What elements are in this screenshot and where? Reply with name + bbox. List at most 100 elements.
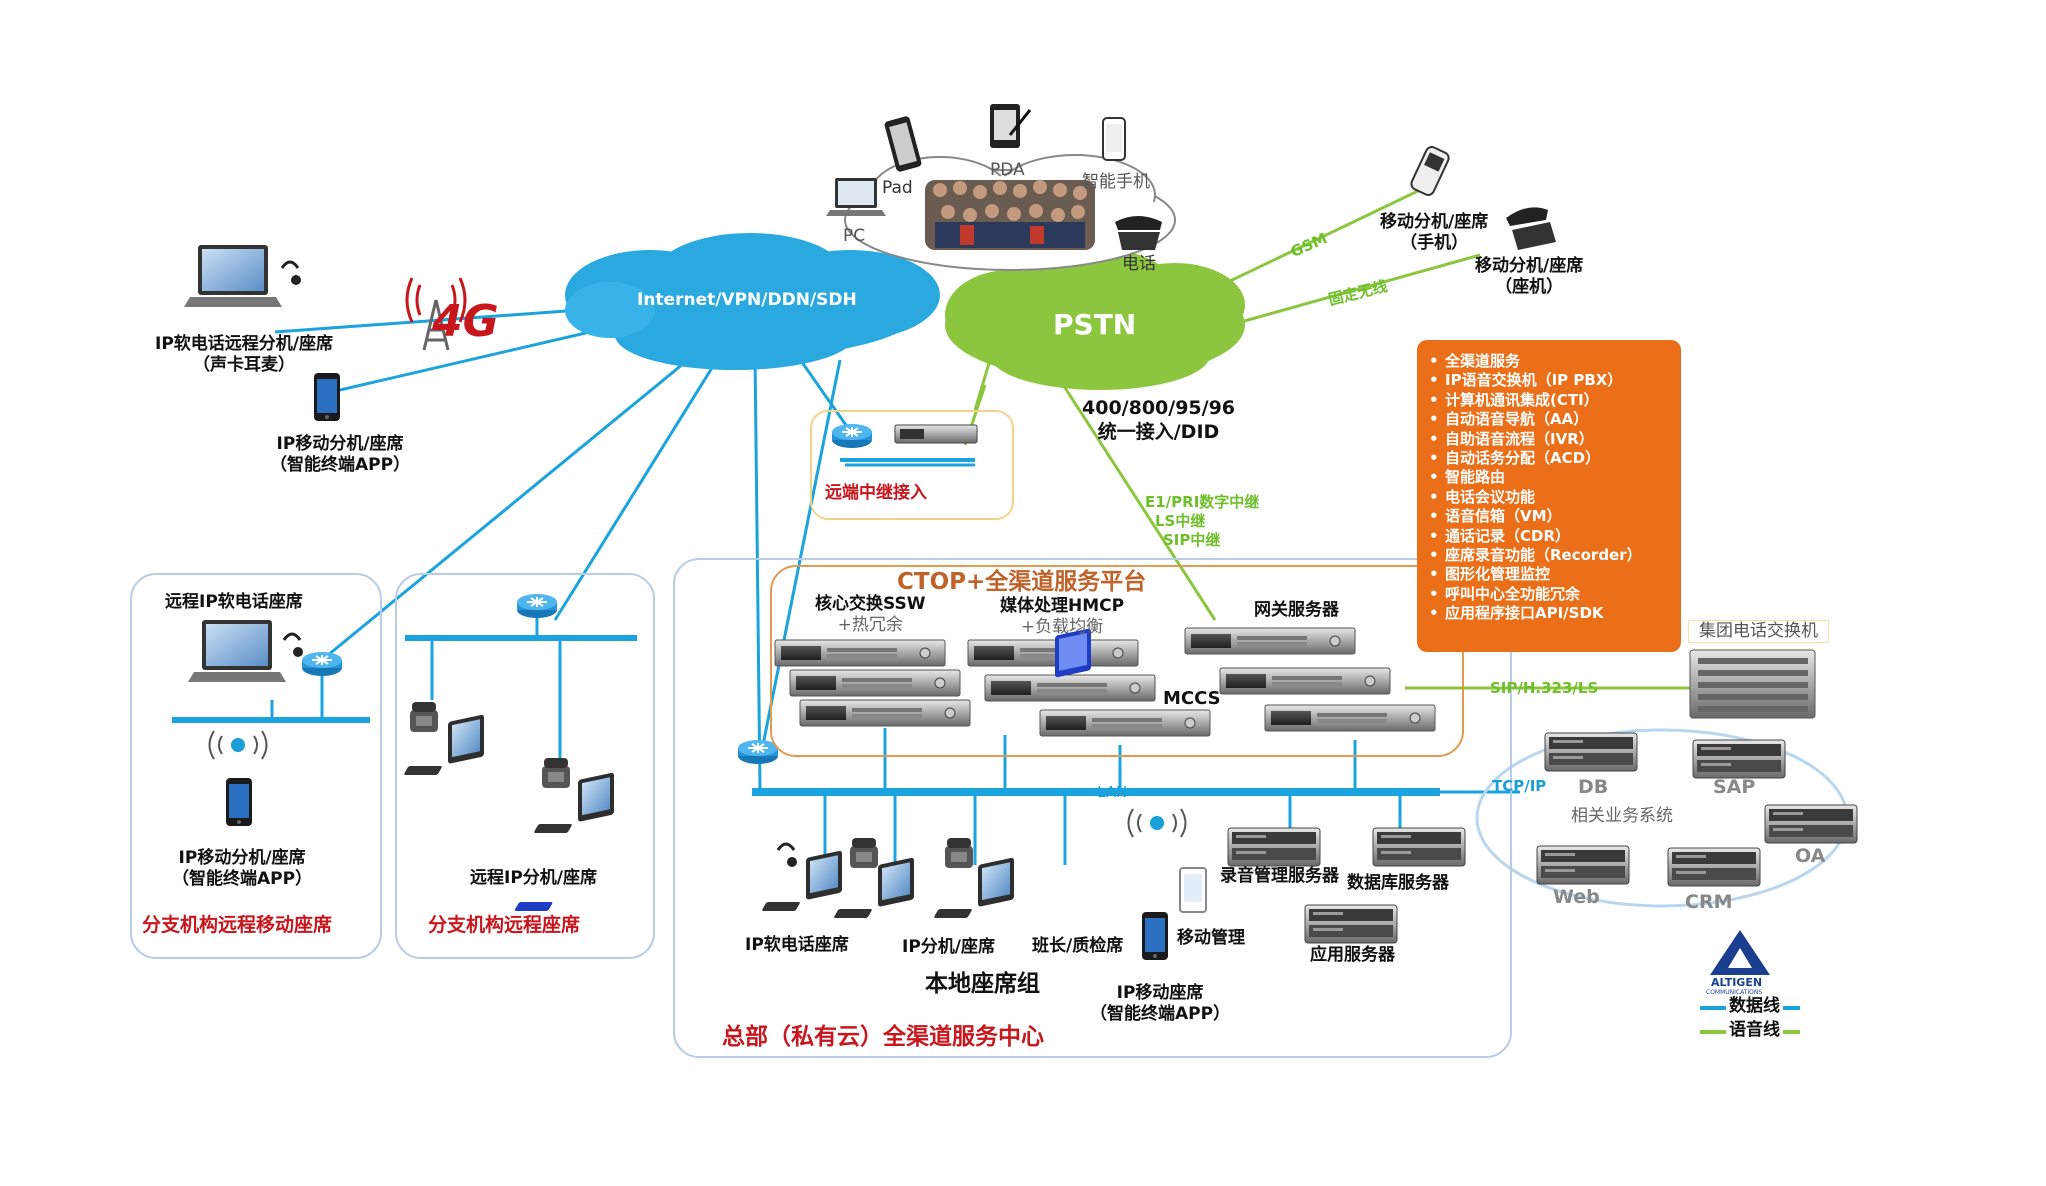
lan-label: LAN	[1097, 783, 1128, 801]
remote-laptop	[184, 245, 301, 307]
tcpip-label: TCP/IP	[1492, 777, 1547, 795]
pda-label: PDA	[990, 160, 1025, 180]
oa-label: OA	[1795, 845, 1826, 867]
mccs-label: MCCS	[1163, 688, 1221, 709]
supervisor-agent	[514, 628, 1091, 911]
legend-data-label: 数据线	[1726, 996, 1783, 1017]
branch-mobile-label: IP移动分机/座席（智能终端APP）	[172, 848, 313, 889]
branch-softphone-title: 远程IP软电话座席	[165, 592, 303, 612]
telephone-device	[1115, 216, 1162, 250]
trunk-gateway	[894, 424, 978, 444]
web-server	[1536, 845, 1630, 885]
core-switch-label: 核心交换SSW+热冗余	[815, 594, 926, 635]
group-pbx-device	[1689, 649, 1816, 719]
branch-mobile-caption: 分支机构远程移动座席	[142, 914, 333, 936]
media-processing-label: 媒体处理HMCP+负载均衡	[1000, 596, 1125, 637]
feature-item: 呼叫中心全功能冗余	[1429, 585, 1681, 605]
gateway-server-label: 网关服务器	[1254, 600, 1339, 620]
branch-remote-agent-label: 远程IP分机/座席	[470, 868, 597, 888]
feature-item: 通话记录（CDR）	[1429, 527, 1681, 547]
phone-label: 电话	[1122, 254, 1156, 274]
application-server-label: 应用服务器	[1310, 945, 1395, 965]
local-group-label: 本地座席组	[925, 971, 1040, 997]
feature-item: 计算机通讯集成(CTI）	[1429, 391, 1681, 411]
feature-item: 语音信箱（VM）	[1429, 507, 1681, 527]
feature-item: 座席录音功能（Recorder）	[1429, 546, 1681, 566]
softphone-remote-label: IP软电话远程分机/座席（声卡耳麦）	[155, 334, 333, 375]
crm-label: CRM	[1685, 891, 1733, 913]
mobile-ext-phone-label: 移动分机/座席（手机）	[1380, 212, 1489, 253]
altigen-brand: ALTIGEN	[1711, 976, 1763, 989]
web-label: Web	[1553, 886, 1600, 908]
recording-server-label: 录音管理服务器	[1220, 866, 1339, 886]
pstn-cloud-label: PSTN	[1053, 308, 1137, 341]
platform-title: CTOP+全渠道服务平台	[897, 569, 1147, 595]
feature-item: 电话会议功能	[1429, 488, 1681, 508]
feature-list-panel: 全渠道服务 IP语音交换机（IP PBX） 计算机通讯集成(CTI） 自动语音导…	[1417, 340, 1681, 652]
wifi-icon	[208, 730, 268, 760]
softphone-seat-label: IP软电话座席	[745, 935, 849, 955]
feature-item: 全渠道服务	[1429, 352, 1681, 372]
feature-item: 应用程序接口API/SDK	[1429, 604, 1681, 624]
pc-device	[826, 178, 886, 216]
branch-remote-caption: 分支机构远程座席	[428, 914, 581, 936]
feature-item: 自助语音流程（IVR）	[1429, 430, 1681, 450]
feature-list: 全渠道服务 IP语音交换机（IP PBX） 计算机通讯集成(CTI） 自动语音导…	[1417, 340, 1681, 624]
desk-telephone	[1506, 207, 1556, 250]
mobile-mgmt-label: 移动管理	[1177, 928, 1245, 948]
data-lines	[172, 308, 1520, 865]
e1-trunk-label: E1/PRI数字中继	[1145, 493, 1260, 511]
internet-cloud-label: Internet/VPN/DDN/SDH	[637, 290, 857, 310]
mobile-mgmt-device	[1179, 867, 1207, 913]
pc-label: PC	[843, 226, 866, 246]
branch-remote-box	[395, 573, 655, 959]
softphone-agent	[761, 842, 842, 911]
platform-box	[770, 565, 1464, 757]
mobile-remote-label: IP移动分机/座席（智能终端APP）	[270, 434, 411, 475]
smartphone-device	[1102, 117, 1126, 161]
database-server-label: 数据库服务器	[1347, 873, 1449, 893]
internet-cloud	[565, 233, 940, 370]
altigen-tagline: COMMUNICATIONS	[1706, 989, 1763, 996]
feature-item: IP语音交换机（IP PBX）	[1429, 371, 1681, 391]
altigen-logo	[1710, 930, 1770, 975]
sap-label: SAP	[1713, 776, 1756, 798]
users-cloud	[844, 154, 1176, 271]
hq-mobile-seat-label: IP移动座席（智能终端APP）	[1090, 983, 1231, 1024]
4g-badge: 4G	[432, 296, 499, 347]
group-pbx-label: 集团电话交换机	[1688, 620, 1829, 643]
mobile-ext-desk-label: 移动分机/座席（座机）	[1475, 256, 1584, 297]
remote-trunk-box	[810, 410, 1014, 520]
sap-server	[1692, 739, 1786, 779]
remote-trunk-label: 远端中继接入	[825, 483, 927, 503]
feature-item: 智能路由	[1429, 468, 1681, 488]
lan-wifi-icon	[1127, 808, 1187, 838]
sip-h323-ls-label: SIP/H.323/LS	[1490, 679, 1599, 697]
supervisor-seat-label: 班长/质检席	[1032, 936, 1124, 956]
feature-item: 图形化管理监控	[1429, 565, 1681, 585]
crm-server	[1667, 847, 1761, 887]
sip-trunk-label: SIP中继	[1163, 531, 1221, 549]
pad-device	[884, 116, 922, 172]
feature-item: 自动话务分配（ACD）	[1429, 449, 1681, 469]
hq-caption: 总部（私有云）全渠道服务中心	[722, 1024, 1044, 1050]
branch-mobile-box	[130, 573, 382, 959]
left-mobile-phone	[314, 373, 340, 421]
ls-trunk-label: LS中继	[1155, 512, 1206, 530]
smartphone-label: 智能手机	[1082, 172, 1150, 192]
oa-server	[1764, 804, 1858, 844]
ip-ext-seat-label: IP分机/座席	[902, 937, 995, 957]
pda-device	[990, 104, 1032, 148]
business-systems-label: 相关业务系统	[1571, 806, 1673, 826]
cell-tower-icon	[405, 277, 467, 351]
feature-item: 自动语音导航（AA）	[1429, 410, 1681, 430]
db-server	[1544, 732, 1638, 772]
db-label: DB	[1578, 776, 1609, 798]
hq-box	[673, 558, 1512, 1058]
mobile-handset	[1410, 146, 1450, 196]
branch-laptop	[188, 620, 303, 682]
legend-voice-label: 语音线	[1726, 1020, 1783, 1041]
